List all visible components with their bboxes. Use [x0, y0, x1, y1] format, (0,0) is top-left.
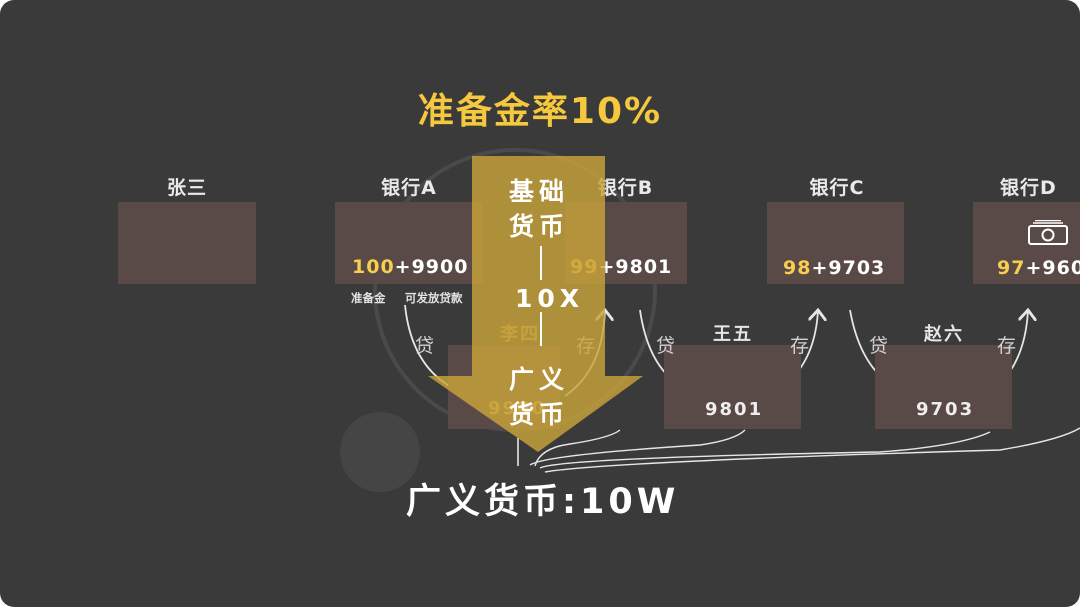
person-zhangsan-box: [118, 202, 256, 284]
person-zhaoliu-label: 赵六: [924, 324, 964, 345]
deposit-label: 存: [790, 335, 810, 357]
money-bill-icon: [1027, 219, 1069, 246]
arrow-text-broad: 广义: [509, 365, 570, 394]
loan-label: 贷: [869, 335, 889, 357]
broad-money-result: 广义货币:10W: [406, 482, 680, 522]
arrow-text-multiplier: 10X: [515, 284, 585, 313]
person-wangwu-amount: 9801: [705, 399, 764, 420]
bank-c-box: [767, 202, 904, 284]
bank-a-amount: 100+9900: [352, 256, 469, 278]
bank-b-label: 银行B: [597, 177, 654, 199]
arrow-text-currency: 货币: [509, 212, 570, 241]
person-wangwu-label: 王五: [713, 324, 753, 345]
bank-d-amount: 97+960: [997, 257, 1080, 279]
slide-title: 准备金率10%: [417, 91, 663, 132]
bank-a-box: [335, 202, 483, 284]
bank-d-label: 银行D: [1000, 177, 1057, 199]
loan-label: 贷: [415, 335, 435, 357]
person-zhangsan-label: 张三: [166, 177, 207, 199]
arrow-text-currency-2: 货币: [509, 400, 570, 429]
bank-c-amount: 98+9703: [783, 257, 886, 279]
person-zhaoliu-box: [875, 345, 1012, 429]
bank-c-label: 银行C: [809, 177, 865, 199]
watermark-globe: [340, 412, 420, 492]
reserve-caption: 准备金: [351, 291, 386, 305]
loan-label: 贷: [656, 335, 676, 357]
person-wangwu-box: [664, 345, 801, 429]
bank-a-label: 银行A: [381, 177, 437, 199]
deposit-label: 存: [997, 335, 1017, 357]
person-zhaoliu-amount: 9703: [916, 399, 975, 420]
arrow-text-base: 基础: [509, 177, 570, 206]
loanable-caption: 可发放贷款: [405, 291, 463, 305]
